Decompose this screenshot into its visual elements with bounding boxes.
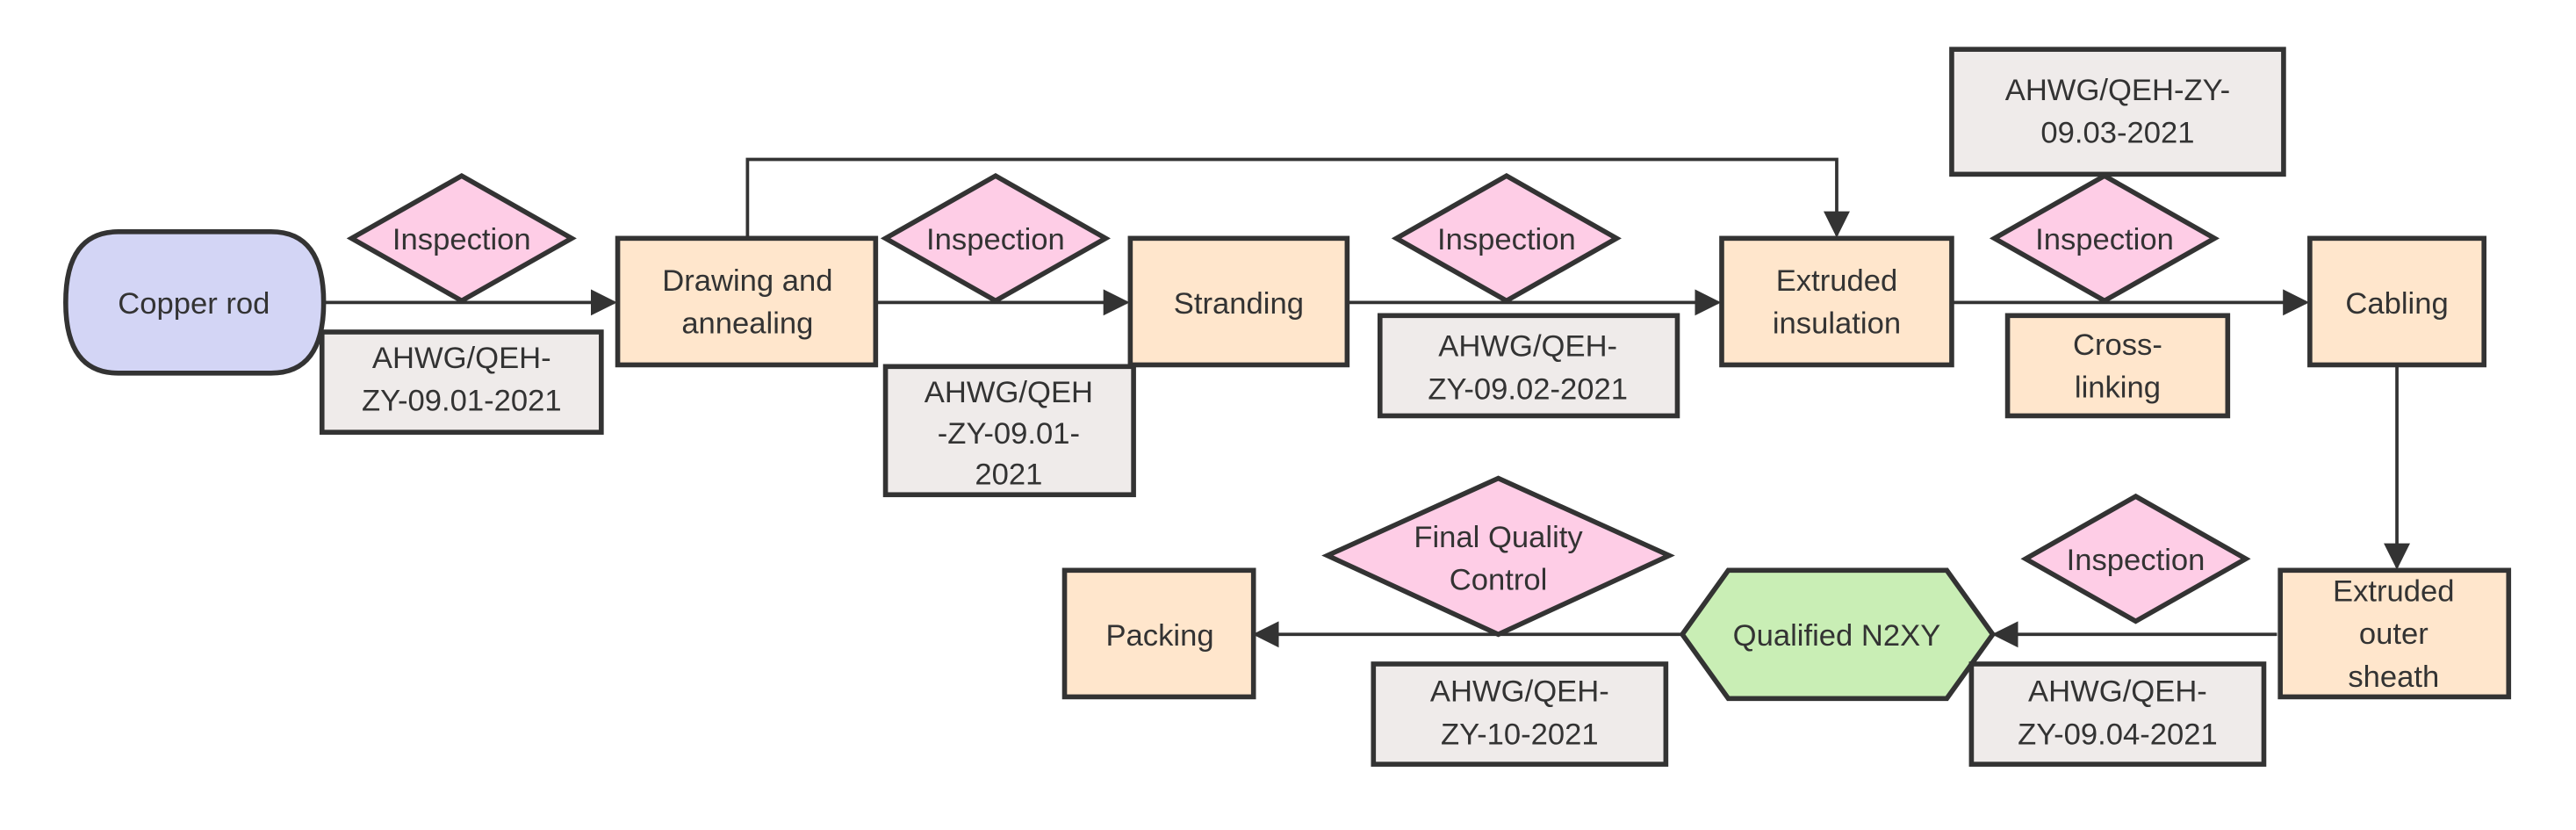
node-label: linking <box>2075 372 2161 405</box>
svg-text:-ZY-09.01-: -ZY-09.01- <box>938 417 1080 451</box>
node-copper-rod[interactable]: Copper rod <box>63 229 327 376</box>
svg-text:insulation: insulation <box>1773 307 1901 341</box>
svg-text:AHWG/QEH: AHWG/QEH <box>925 376 1093 409</box>
document-ref-09-01-a[interactable]: AHWG/QEH- ZY-09.01-2021 <box>319 329 604 435</box>
svg-text:Copper rod: Copper rod <box>118 287 270 321</box>
node-extruded-insulation[interactable]: Extruded insulation <box>1719 235 1954 368</box>
inspection-diamond-1[interactable]: Inspection <box>346 173 577 304</box>
document-ref-09-02[interactable]: AHWG/QEH- ZY-09.02-2021 <box>1377 313 1680 419</box>
node-label: Qualified N2XY <box>1733 619 1941 653</box>
node-cross-linking[interactable]: Cross- linking <box>2004 313 2231 419</box>
svg-text:ZY-10-2021: ZY-10-2021 <box>1441 718 1599 751</box>
svg-text:Extruded: Extruded <box>1776 264 1898 298</box>
document-label: AHWG/QEH- <box>2028 675 2207 709</box>
svg-text:AHWG/QEH-: AHWG/QEH- <box>2028 675 2207 709</box>
inspection-diamond-2[interactable]: Inspection <box>880 173 1111 304</box>
document-label: -ZY-09.01- <box>938 417 1080 451</box>
node-label: Packing <box>1105 619 1213 653</box>
node-qualified-n2xy[interactable]: Qualified N2XY <box>1679 567 1997 702</box>
inspection-label: Inspection <box>2035 223 2174 256</box>
svg-text:Drawing and: Drawing and <box>662 264 832 298</box>
inspection-label: Final Quality <box>1414 521 1583 554</box>
inspection-label: Inspection <box>1437 223 1576 256</box>
svg-text:09.03-2021: 09.03-2021 <box>2040 117 2194 150</box>
inspection-diamond-3[interactable]: Inspection <box>1391 173 1622 304</box>
document-label: AHWG/QEH <box>925 376 1093 409</box>
svg-text:Inspection: Inspection <box>2067 544 2205 577</box>
node-label: Extruded <box>2333 575 2455 609</box>
document-label: ZY-09.01-2021 <box>362 385 562 418</box>
svg-text:2021: 2021 <box>975 458 1042 492</box>
svg-text:Cross-: Cross- <box>2073 328 2162 362</box>
svg-text:ZY-09.02-2021: ZY-09.02-2021 <box>1428 373 1628 407</box>
document-label: AHWG/QEH-ZY- <box>2005 74 2230 107</box>
document-ref-09-01-b[interactable]: AHWG/QEH -ZY-09.01- 2021 <box>882 364 1136 498</box>
svg-text:Extruded: Extruded <box>2333 575 2455 609</box>
svg-text:Inspection: Inspection <box>1437 223 1576 256</box>
svg-text:ZY-09.01-2021: ZY-09.01-2021 <box>362 385 562 418</box>
document-label: ZY-09.02-2021 <box>1428 373 1628 407</box>
document-ref-10[interactable]: AHWG/QEH- ZY-10-2021 <box>1371 661 1669 767</box>
node-label: insulation <box>1773 307 1901 341</box>
svg-text:Control: Control <box>1450 564 1548 597</box>
svg-text:Final Quality: Final Quality <box>1414 521 1583 554</box>
node-drawing-and-annealing[interactable]: Drawing and annealing <box>615 235 879 368</box>
edge-drawing-bypass-to-insulation <box>745 157 1850 239</box>
node-label: outer <box>2359 617 2428 651</box>
svg-text:AHWG/QEH-: AHWG/QEH- <box>1430 675 1609 709</box>
node-label: Cabling <box>2345 287 2448 321</box>
svg-text:AHWG/QEH-: AHWG/QEH- <box>372 342 551 375</box>
document-label: 2021 <box>975 458 1042 492</box>
svg-text:Inspection: Inspection <box>392 223 531 256</box>
svg-text:Inspection: Inspection <box>2035 223 2174 256</box>
svg-text:Packing: Packing <box>1105 619 1213 653</box>
document-ref-09-04[interactable]: AHWG/QEH- ZY-09.04-2021 <box>1968 661 2267 767</box>
svg-text:AHWG/QEH-: AHWG/QEH- <box>1438 330 1617 364</box>
svg-text:Inspection: Inspection <box>926 223 1065 256</box>
inspection-diamond-5[interactable]: Inspection <box>2020 493 2251 624</box>
node-label: sheath <box>2348 660 2439 694</box>
node-label: Copper rod <box>118 287 270 321</box>
inspection-label: Inspection <box>392 223 531 256</box>
svg-text:outer: outer <box>2359 617 2428 651</box>
document-label: AHWG/QEH- <box>1438 330 1617 364</box>
node-label: Drawing and <box>662 264 832 298</box>
svg-text:sheath: sheath <box>2348 660 2439 694</box>
svg-text:Cabling: Cabling <box>2345 287 2448 321</box>
edges <box>323 157 2411 648</box>
document-label: AHWG/QEH- <box>372 342 551 375</box>
svg-text:AHWG/QEH-ZY-: AHWG/QEH-ZY- <box>2005 74 2230 107</box>
node-label: annealing <box>681 307 813 341</box>
node-cabling[interactable]: Cabling <box>2307 235 2487 368</box>
node-label: Stranding <box>1174 287 1304 321</box>
node-label: Cross- <box>2073 328 2162 362</box>
document-ref-09-03[interactable]: AHWG/QEH-ZY- 09.03-2021 <box>1949 47 2286 177</box>
document-label: ZY-09.04-2021 <box>2018 718 2218 751</box>
inspection-label: Inspection <box>926 223 1065 256</box>
document-label: AHWG/QEH- <box>1430 675 1609 709</box>
node-stranding[interactable]: Stranding <box>1127 235 1350 368</box>
svg-text:linking: linking <box>2075 372 2161 405</box>
inspection-diamond-4[interactable]: Inspection <box>1989 173 2220 304</box>
inspection-label: Control <box>1450 564 1548 597</box>
document-label: ZY-10-2021 <box>1441 718 1599 751</box>
svg-text:Qualified N2XY: Qualified N2XY <box>1733 619 1941 653</box>
svg-text:Stranding: Stranding <box>1174 287 1304 321</box>
node-label: Extruded <box>1776 264 1898 298</box>
svg-text:ZY-09.04-2021: ZY-09.04-2021 <box>2018 718 2218 751</box>
final-quality-control-diamond[interactable]: Final Quality Control <box>1321 475 1675 638</box>
node-extruded-outer-sheath[interactable]: Extruded outer sheath <box>2277 567 2512 700</box>
document-label: 09.03-2021 <box>2040 117 2194 150</box>
svg-text:annealing: annealing <box>681 307 813 341</box>
inspection-label: Inspection <box>2067 544 2205 577</box>
node-packing[interactable]: Packing <box>1061 567 1256 700</box>
